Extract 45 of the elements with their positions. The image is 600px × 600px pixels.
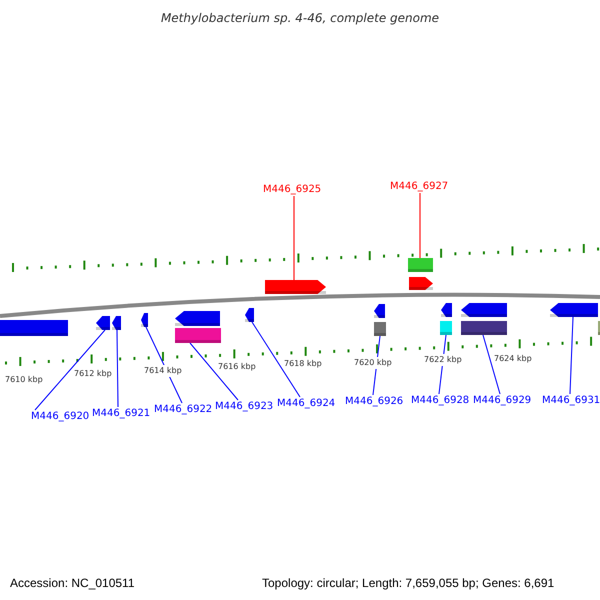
footer-text: Accession: NC_010511 xyxy=(10,575,135,592)
gene-feature xyxy=(440,321,452,335)
gene-feature xyxy=(408,258,433,272)
leader-line xyxy=(34,330,106,410)
scale-label: 7612 kbp xyxy=(74,368,112,380)
leader-line xyxy=(482,334,500,394)
gene-label: M446_6922 xyxy=(154,403,212,416)
scale-label: 7620 kbp xyxy=(354,357,392,369)
gene-feature xyxy=(461,321,507,335)
scale-label: 7610 kbp xyxy=(5,374,43,386)
scale-label: 7618 kbp xyxy=(284,358,322,370)
gene-feature xyxy=(175,311,220,326)
gene-feature xyxy=(96,316,110,330)
footer-text: Topology: circular; Length: 7,659,055 bp; Genes: 6,691 xyxy=(262,575,554,592)
scale-label: 7616 kbp xyxy=(218,361,256,373)
gene-label: M446_6926 xyxy=(345,395,404,408)
gene-label: M446_6929 xyxy=(473,394,532,407)
gene-label: M446_6931 xyxy=(542,394,600,407)
gene-feature xyxy=(175,328,221,343)
gene-feature xyxy=(265,280,326,294)
gene-label: M446_6925 xyxy=(263,183,322,196)
title: Methylobacterium sp. 4-46, complete genome xyxy=(160,10,440,27)
gene-feature xyxy=(0,320,68,336)
gene-feature xyxy=(461,303,507,317)
gene-label: M446_6921 xyxy=(92,407,150,420)
gene-feature xyxy=(441,303,452,317)
gene-label: M446_6920 xyxy=(31,410,90,423)
scale-label: 7614 kbp xyxy=(144,365,182,377)
gene-label: M446_6927 xyxy=(390,180,448,193)
gene-feature xyxy=(550,303,598,317)
gene-label: M446_6923 xyxy=(215,400,274,413)
gene-feature xyxy=(409,277,433,290)
gene-feature xyxy=(112,316,121,330)
scale-label: 7622 kbp xyxy=(424,354,462,366)
leader-line xyxy=(190,342,238,400)
gene-label: M446_6924 xyxy=(277,397,336,410)
gene-feature xyxy=(141,313,148,327)
leader-line xyxy=(252,322,300,398)
scale-label: 7624 kbp xyxy=(494,353,532,365)
gene-feature xyxy=(374,304,385,318)
gene-label: M446_6928 xyxy=(411,394,470,407)
leader-line xyxy=(570,316,574,394)
gene-feature xyxy=(245,308,254,322)
gene-feature xyxy=(374,322,386,336)
leader-line xyxy=(116,330,118,408)
